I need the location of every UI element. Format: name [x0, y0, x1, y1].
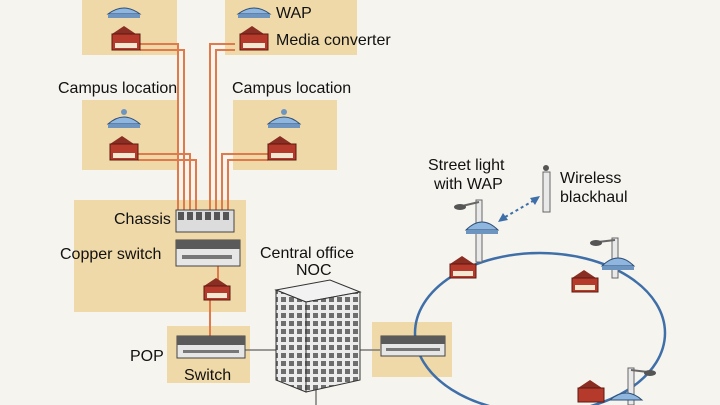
- street-light-with-wap: [454, 199, 500, 263]
- label-central-office: Central office: [260, 245, 354, 262]
- pop-switch-device: [176, 335, 246, 359]
- wireless-backhaul-tower: [542, 165, 551, 213]
- label-blackhaul: blackhaul: [560, 189, 628, 206]
- media-converter-bottom-right: [577, 380, 605, 403]
- fiber-links: [138, 43, 268, 336]
- wap-device-campus-right: [266, 109, 302, 128]
- label-chassis: Chassis: [114, 211, 171, 228]
- label-campus-location-left: Campus location: [58, 80, 177, 97]
- media-converter-campus-right: [267, 136, 297, 161]
- label-with-wap: with WAP: [433, 176, 503, 193]
- arrowhead-up-icon: [530, 196, 540, 205]
- media-converter-top-right: [239, 26, 269, 51]
- media-converter-top-left: [111, 26, 141, 51]
- label-switch: Switch: [184, 367, 231, 384]
- chassis-device: [175, 209, 235, 233]
- media-converter-street-light: [449, 256, 477, 279]
- copper-switch-device: [175, 239, 241, 267]
- label-wap: WAP: [276, 5, 312, 22]
- media-converter-ring-right: [571, 270, 599, 293]
- wireless-ring: [413, 251, 667, 405]
- media-converter-campus-left: [109, 136, 139, 161]
- label-wireless: Wireless: [560, 170, 621, 187]
- street-light-bottom-right: [608, 367, 656, 405]
- label-copper-switch: Copper switch: [60, 246, 161, 263]
- media-converter-chassis: [203, 278, 231, 301]
- arrowhead-down-icon: [498, 213, 508, 222]
- label-campus-location-right: Campus location: [232, 80, 351, 97]
- wap-device-campus-left: [106, 109, 142, 128]
- wap-device-top-left: [106, 7, 142, 18]
- wap-device-top-right: [236, 7, 272, 18]
- wireless-link-arrow: [499, 197, 539, 221]
- central-office-building: [274, 279, 362, 393]
- co-switch-device: [380, 335, 446, 357]
- label-pop: POP: [130, 348, 164, 365]
- label-street-light: Street light: [428, 157, 505, 174]
- street-light-right: [590, 237, 636, 279]
- label-media-converter: Media converter: [276, 32, 391, 49]
- label-noc: NOC: [296, 262, 332, 279]
- copper-links: [244, 349, 380, 405]
